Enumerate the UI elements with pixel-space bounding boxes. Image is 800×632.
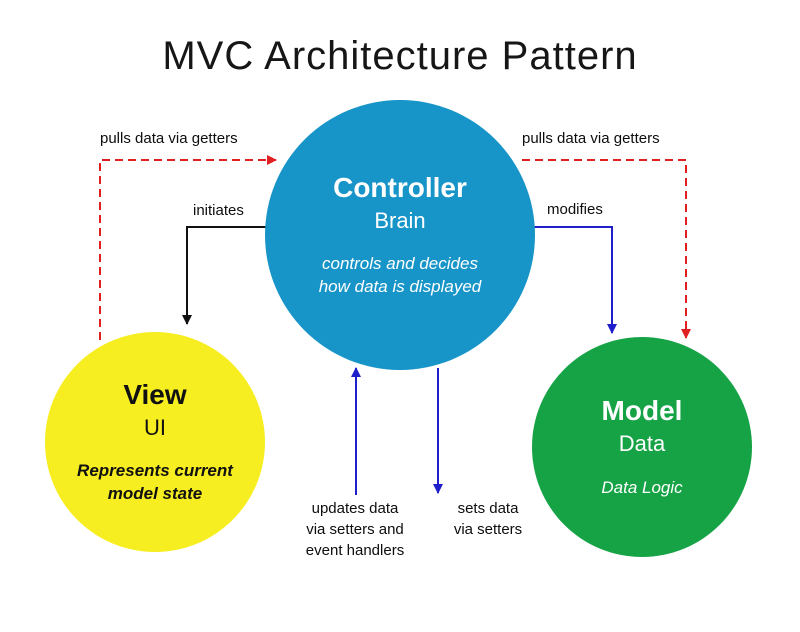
controller-role: Brain xyxy=(374,207,426,233)
label-model-pulls-getters: pulls data via getters xyxy=(522,130,660,147)
controller-node: Controller Brain controls and decides ho… xyxy=(265,100,535,370)
view-description: Represents current model state xyxy=(77,461,233,504)
label-modifies: modifies xyxy=(547,201,603,218)
label-sets: sets data via setters xyxy=(453,500,523,538)
view-name: View xyxy=(123,378,187,410)
arrow-view-pulls-getters xyxy=(99,155,277,340)
view-node: View UI Represents current model state xyxy=(45,332,265,552)
arrow-model-pulls-getters xyxy=(522,159,691,339)
label-updates: updates data via setters and event handl… xyxy=(305,500,405,559)
arrow-modifies xyxy=(533,226,617,334)
model-role: Data xyxy=(618,431,666,457)
page-title: MVC Architecture Pattern xyxy=(162,34,638,78)
controller-name: Controller xyxy=(333,171,467,203)
label-initiates: initiates xyxy=(193,202,244,219)
view-role: UI xyxy=(144,414,166,440)
label-view-pulls-getters: pulls data via getters xyxy=(100,130,238,147)
model-name: Model xyxy=(601,395,683,427)
controller-description: controls and decides how data is display… xyxy=(318,254,482,297)
arrow-initiates xyxy=(182,226,267,325)
model-node: Model Data Data Logic xyxy=(532,337,752,557)
model-description: Data Logic xyxy=(601,477,683,497)
